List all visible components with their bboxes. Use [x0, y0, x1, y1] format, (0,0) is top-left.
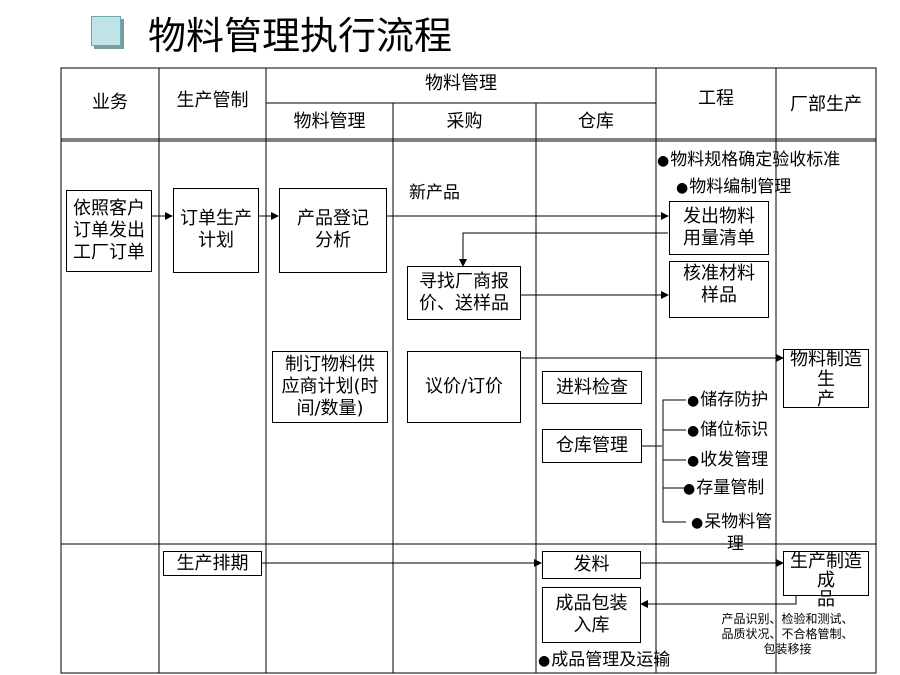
- box-line: 样品: [701, 285, 737, 306]
- header-production-control: 生产管制: [176, 90, 249, 111]
- box-line: 生: [817, 369, 835, 390]
- box-line: 订单发出: [73, 220, 145, 241]
- box-line: 发料: [573, 554, 610, 575]
- header-factory-production: 厂部生产: [790, 94, 862, 115]
- product-note-line1: 产品识别、检验和测试、: [721, 612, 854, 626]
- incoming-check-box: 进料检查: [542, 371, 642, 404]
- box-line: 依照客户: [73, 198, 145, 219]
- finished-transport-note: 成品管理及运输: [538, 649, 670, 672]
- location-id-note: 储位标识: [687, 419, 768, 442]
- box-line: 议价/订价: [424, 376, 504, 397]
- order-plan-box: 订单生产 计划: [173, 188, 259, 273]
- finished-pack-box: 成品包装 入库: [542, 587, 641, 643]
- material-production-box: 物料制造 生 产: [783, 349, 869, 410]
- box-line: 用量清单: [683, 228, 755, 249]
- issue-bom-box: 发出物料 用量清单: [669, 201, 769, 255]
- box-line: 产品登记: [297, 208, 369, 229]
- box-line: 制订物料供: [285, 354, 375, 375]
- header-engineering: 工程: [698, 88, 734, 109]
- supply-plan-box: 制订物料供 应商计划(时 间/数量): [272, 351, 388, 423]
- dead-stock-note-line2: 理: [727, 534, 744, 554]
- box-line: 产: [817, 389, 835, 410]
- negotiate-box: 议价/订价: [407, 351, 521, 423]
- title-square-icon: [91, 16, 121, 46]
- box-line: 成: [817, 570, 835, 591]
- product-note-line3: 包装移接: [763, 642, 812, 656]
- box-line: 成品包装: [555, 593, 628, 614]
- box-line: 物料制造: [790, 349, 862, 370]
- storage-protect-note: 储存防护: [687, 389, 768, 412]
- new-product-note: 新产品: [409, 183, 460, 203]
- box-line: 入库: [573, 615, 610, 636]
- box-line: 计划: [198, 230, 234, 251]
- header-material-mgmt: 物料管理: [293, 111, 366, 132]
- box-line: 工厂订单: [73, 242, 145, 263]
- page-title: 物料管理执行流程: [148, 14, 453, 58]
- box-line: 生产排期: [176, 552, 249, 574]
- box-line: 分析: [315, 230, 351, 251]
- header-warehouse: 仓库: [578, 111, 614, 132]
- box-line: 价、送样品: [419, 293, 509, 314]
- box-line: 品: [817, 589, 835, 610]
- production-mfg-box: 生产制造 成 品: [783, 551, 869, 609]
- box-line: 间/数量): [296, 398, 364, 419]
- production-schedule-box: 生产排期: [163, 551, 262, 576]
- box-line: 订单生产: [180, 208, 252, 229]
- box-line: 发出物料: [683, 206, 755, 227]
- warehouse-mgmt-box: 仓库管理: [542, 429, 642, 463]
- box-line: 仓库管理: [556, 435, 628, 456]
- box-line: 应商计划(时: [281, 376, 379, 397]
- issue-material-box: 发料: [542, 551, 641, 579]
- receive-issue-note: 收发管理: [687, 449, 768, 472]
- spec-standard-note: 物料规格确定验收标准: [657, 149, 840, 172]
- product-note-line2: 品质状况、不合格管制、: [721, 627, 854, 641]
- header-business: 业务: [92, 92, 128, 113]
- product-register-box: 产品登记 分析: [279, 188, 387, 273]
- box-line: 生产制造: [790, 551, 862, 572]
- find-supplier-box: 寻找厂商报 价、送样品: [407, 266, 521, 320]
- stock-control-note: 存量管制: [683, 477, 764, 500]
- dead-stock-note: 呆物料管: [691, 511, 772, 534]
- box-line: 核准材料: [683, 263, 755, 284]
- customer-order-box: 依照客户 订单发出 工厂订单: [66, 190, 152, 272]
- approve-samples-box: 核准材料 样品: [669, 261, 769, 318]
- box-line: 寻找厂商报: [419, 271, 509, 292]
- box-line: 进料检查: [556, 376, 628, 398]
- header-purchasing: 采购: [446, 111, 483, 132]
- coding-note: 物料编制管理: [676, 176, 791, 199]
- header-material-mgmt-group: 物料管理: [425, 73, 497, 94]
